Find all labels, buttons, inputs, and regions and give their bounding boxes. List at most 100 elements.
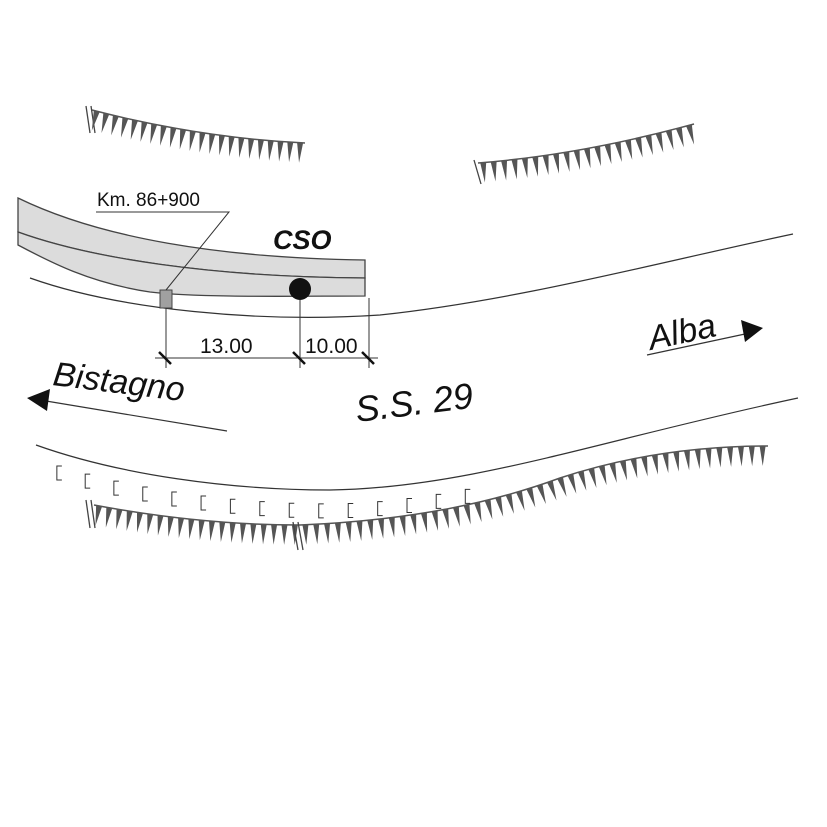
road-edge-top: [29, 233, 794, 318]
embankment-tooth: [345, 521, 352, 542]
guardrail-post: [171, 491, 177, 507]
direction-label-bistagno: Bistagno: [51, 355, 187, 409]
embankment-tooth: [179, 129, 187, 150]
embankment-tooth: [410, 514, 417, 535]
embankment-tooth: [218, 135, 225, 156]
embankment-tooth: [484, 499, 493, 520]
dimension-lines: [155, 298, 378, 368]
embankment-tooth: [619, 460, 628, 481]
embankment-tooth: [662, 452, 669, 474]
guardrail-post: [84, 473, 91, 489]
embankment-tooth: [588, 467, 597, 488]
embankment-tooth: [105, 507, 113, 528]
embankment-tooth: [199, 132, 206, 153]
embankment-tooth: [577, 470, 587, 491]
embankment-tooth: [683, 450, 690, 471]
km-leader-line: [96, 211, 231, 291]
embankment-tooth: [665, 129, 674, 151]
embankment-tooth: [248, 138, 255, 159]
embankment-tooth: [324, 523, 331, 544]
guardrail-post: [113, 480, 119, 496]
embankment-tooth: [120, 117, 129, 138]
embankment-tooth: [130, 119, 138, 140]
road-edge-bottom: [35, 397, 799, 491]
embankment-tooth: [167, 516, 174, 537]
embankment-tooth: [748, 446, 755, 467]
embankment-tooth: [759, 445, 766, 467]
embankment-tooth: [521, 157, 528, 179]
station-dot: [289, 278, 311, 300]
embankment-tooth: [260, 524, 267, 545]
embankment-tooth: [277, 141, 284, 162]
embankment-tooth: [557, 476, 567, 497]
embankment-tooth: [705, 448, 712, 469]
guardrail-post: [464, 488, 471, 504]
road-label: S.S. 29: [353, 375, 475, 430]
embankment-tooth: [399, 515, 406, 536]
km-label: Km. 86+900: [97, 190, 200, 211]
embankment-tooth: [219, 521, 226, 542]
embankment-tooth: [542, 154, 549, 176]
embankment-tooth: [302, 524, 309, 545]
embankment-tooth: [209, 520, 216, 542]
guardrail-post: [200, 495, 207, 511]
guardrail-posts: [56, 465, 471, 519]
embankment-tooth: [651, 454, 658, 475]
embankment-tooth: [378, 518, 384, 539]
guardrail-post: [318, 503, 324, 519]
embankment-tooth: [257, 139, 264, 160]
embankment-tooth: [334, 522, 341, 543]
embankment-tooth: [157, 515, 164, 536]
embankment-tooth: [431, 510, 439, 531]
embankment-tooth: [516, 490, 525, 511]
embankment-bottom-right: [292, 445, 769, 551]
embankment-tooth: [95, 505, 103, 526]
guardrail-post: [377, 501, 383, 517]
guardrail-post: [229, 498, 236, 514]
embankment-tooth: [583, 147, 591, 169]
dimension-label-left: 13.00: [200, 335, 253, 358]
embankment-tooth: [490, 161, 497, 182]
embankment-tooth: [388, 517, 395, 538]
embankment-tooth: [547, 480, 557, 501]
guardrail-post: [56, 465, 62, 481]
embankment-top-left: [85, 105, 306, 163]
embankment-tooth: [250, 523, 257, 544]
embankment-tooth: [563, 151, 570, 172]
embankment-tooth: [655, 132, 664, 153]
embankment-tooth: [271, 524, 278, 545]
embankment-tooth: [126, 510, 133, 531]
embankment-tooth: [356, 520, 363, 541]
dimension-label-right: 10.00: [305, 335, 358, 358]
embankment-tooth: [594, 146, 601, 167]
embankment-tooth: [150, 123, 158, 144]
embankment-tooth: [675, 127, 684, 148]
embankment-tooth: [474, 501, 482, 523]
embankment-tooth: [480, 162, 487, 183]
embankment-tooth: [267, 140, 274, 161]
embankment-tooth: [505, 493, 514, 514]
embankment-tooth: [140, 121, 148, 142]
embankment-tooth: [420, 512, 428, 533]
embankment-tooth: [178, 517, 185, 539]
embankment-tooth: [501, 160, 508, 181]
embankment-tooth: [91, 110, 100, 131]
embankment-tooth: [552, 153, 560, 174]
guardrail-post: [288, 502, 295, 518]
embankment-tooth: [209, 133, 216, 154]
embankment-tooth: [463, 504, 471, 525]
guardrail-post: [347, 502, 354, 518]
embankment-tooth: [228, 136, 235, 157]
km-marker-post: [159, 289, 173, 309]
embankment-tooth: [536, 484, 546, 505]
embankment-tooth: [198, 520, 205, 541]
embankment-tooth: [101, 112, 110, 134]
embankment-tooth: [727, 446, 734, 467]
embankment-tooth: [532, 156, 539, 177]
guardrail-post: [435, 493, 442, 509]
embankment-tooth: [641, 456, 648, 477]
embankment-tooth: [635, 137, 643, 158]
embankment-tooth: [287, 142, 294, 163]
direction-arrow-bistagno: [27, 389, 228, 432]
